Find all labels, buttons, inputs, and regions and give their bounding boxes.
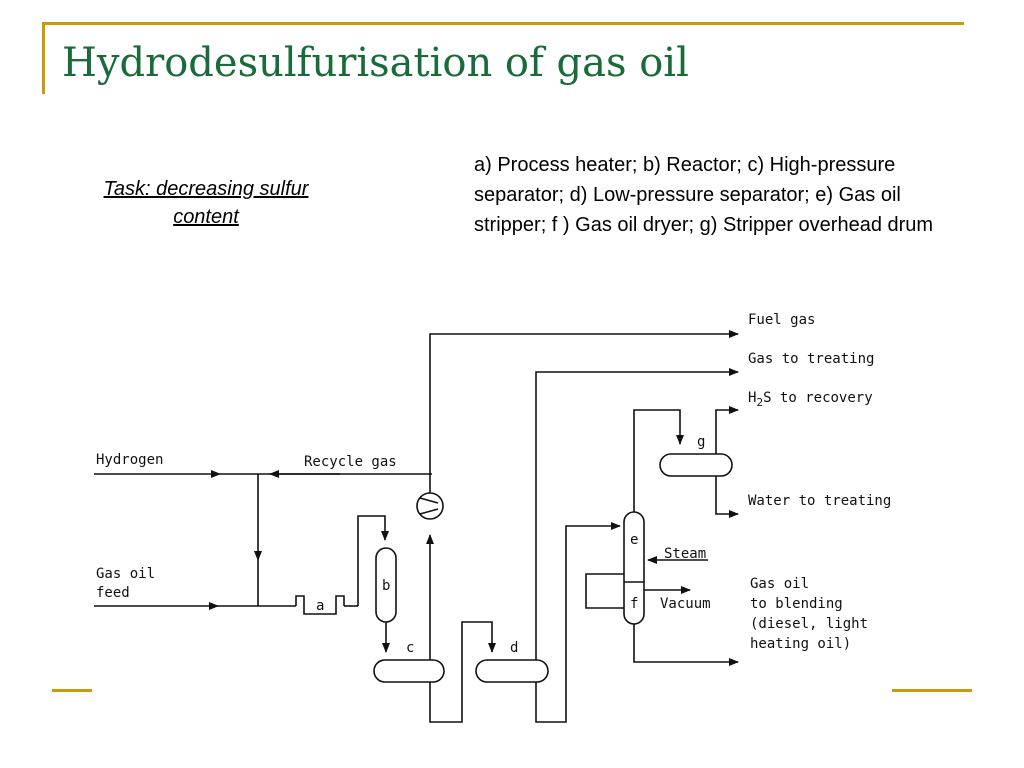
process-heater-a <box>295 595 345 615</box>
compressor-mark-2 <box>419 508 439 515</box>
h2s-to-recovery-line <box>715 406 739 454</box>
stream-label-gas-to-treating: Gas to treating <box>748 351 874 367</box>
high-pressure-separator-c <box>373 659 445 683</box>
fuel-gas-line <box>429 330 739 474</box>
gas-to-treating-line <box>535 368 739 660</box>
compressor-mark-1 <box>419 497 439 504</box>
footer-rule-left <box>52 689 92 692</box>
c-to-d-line <box>429 621 496 723</box>
stream-label-water-to-treating: Water to treating <box>748 493 891 509</box>
stream-label-gas-oil-out-1: Gas oil <box>750 576 809 592</box>
stream-label-gas-oil-out-2: to blending <box>750 596 843 612</box>
stream-label-vacuum: Vacuum <box>660 596 711 612</box>
task-note: Task: decreasing sulfur content <box>103 178 309 228</box>
stream-label-gas-oil-feed-2: feed <box>96 585 130 601</box>
unit-label-g: g <box>697 434 705 450</box>
water-to-treating-line <box>715 476 739 518</box>
stream-label-steam: Steam <box>664 546 706 562</box>
slide-frame-top-rule <box>42 22 964 25</box>
unit-label-e: e <box>630 532 638 548</box>
unit-label-d: d <box>510 640 518 656</box>
stripper-overhead-line <box>633 409 684 512</box>
heater-to-reactor-riser <box>357 515 389 606</box>
slide-frame-left-rule <box>42 22 45 94</box>
stream-label-gas-oil-feed-1: Gas oil <box>96 566 155 582</box>
low-pressure-separator-d <box>475 659 549 683</box>
recycle-compressor <box>416 492 444 520</box>
gas-oil-product-line <box>633 624 739 666</box>
unit-label-f: f <box>630 596 638 612</box>
stripper-to-dryer-loop <box>585 573 624 609</box>
stream-label-h2s-to-recovery: H2S to recovery <box>748 390 873 409</box>
stripper-overhead-drum-g <box>659 453 733 477</box>
slide-title: Hydrodesulfurisation of gas oil <box>62 40 689 86</box>
footer-rule-right <box>892 689 972 692</box>
unit-label-c: c <box>406 640 414 656</box>
unit-label-a: a <box>316 598 324 614</box>
stream-label-fuel-gas: Fuel gas <box>748 312 815 328</box>
d-to-stripper-line <box>535 522 621 723</box>
stream-label-hydrogen: Hydrogen <box>96 452 163 468</box>
unit-legend: a) Process heater; b) Reactor; c) High-p… <box>474 154 934 236</box>
unit-label-b: b <box>382 578 390 594</box>
stream-label-gas-oil-out-4: heating oil) <box>750 636 851 652</box>
stream-label-recycle-gas: Recycle gas <box>304 454 397 470</box>
stream-label-gas-oil-out-3: (diesel, light <box>750 616 868 632</box>
